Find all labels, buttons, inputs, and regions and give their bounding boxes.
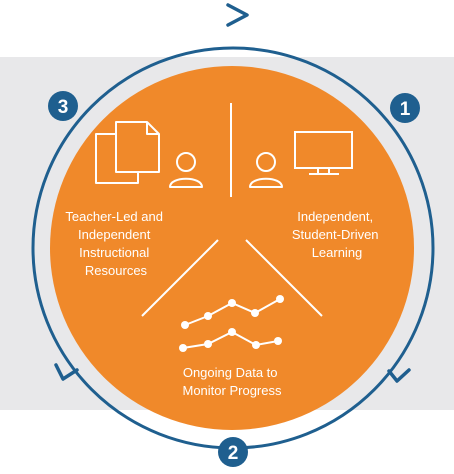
svg-text:2: 2 bbox=[228, 443, 239, 464]
svg-text:1: 1 bbox=[400, 99, 411, 120]
svg-text:3: 3 bbox=[58, 97, 69, 118]
monitor-icon bbox=[294, 131, 353, 175]
step-badge-2: 2 bbox=[218, 437, 248, 467]
segment-label-ongoing-data: Ongoing Data to Monitor Progress bbox=[183, 365, 282, 398]
documents-icon bbox=[95, 121, 160, 184]
segment-label-teacher-led: Teacher-Led and Independent Instructiona… bbox=[65, 209, 166, 278]
step-badge-3: 3 bbox=[48, 91, 78, 121]
divider-left bbox=[141, 239, 219, 317]
arrow-icon bbox=[387, 368, 411, 383]
person-icon bbox=[169, 152, 203, 188]
divider-right bbox=[245, 239, 323, 317]
arrow-icon bbox=[54, 363, 79, 381]
arrow-icon bbox=[226, 3, 249, 27]
line-chart-icon bbox=[179, 295, 284, 352]
segment-label-independent: Independent, Student-Driven Learning bbox=[292, 209, 382, 260]
person-icon bbox=[249, 152, 283, 188]
step-badge-1: 1 bbox=[390, 93, 420, 123]
